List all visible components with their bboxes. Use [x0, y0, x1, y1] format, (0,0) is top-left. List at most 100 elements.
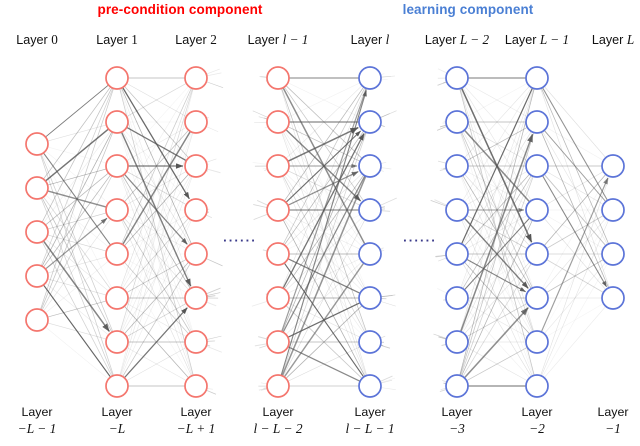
- neuron-node-layer-1-6[interactable]: [105, 286, 129, 310]
- neuron-node-layer-L-4[interactable]: [601, 286, 625, 310]
- neuron-node-layer-l-minus-1-6[interactable]: [266, 286, 290, 310]
- connection-edge: [122, 87, 191, 201]
- neuron-node-layer-l-minus-1-7[interactable]: [266, 330, 290, 354]
- connection-edge: [380, 335, 386, 339]
- column-label-word: Layer: [175, 33, 211, 47]
- connection-edge: [462, 131, 532, 245]
- neuron-node-layer-2-2[interactable]: [184, 110, 208, 134]
- connection-edge: [122, 219, 191, 333]
- neuron-node-layer-0-2[interactable]: [25, 176, 49, 200]
- connection-edge: [40, 132, 114, 310]
- connection-edge: [256, 199, 268, 206]
- connection-edge: [260, 388, 267, 391]
- neuron-node-layer-l-minus-1-3[interactable]: [266, 154, 290, 178]
- connection-edge: [124, 86, 189, 158]
- connection-edge: [546, 127, 604, 161]
- connection-edge: [288, 346, 360, 382]
- connection-edge: [43, 240, 110, 332]
- connection-edge: [207, 387, 213, 390]
- column-label-layer-l-minus-1: Layer l − 1: [248, 33, 309, 47]
- connection-edge: [121, 220, 192, 376]
- connection-edge: [124, 218, 189, 290]
- connection-edge: [42, 154, 112, 288]
- neuron-node-layer-2-1[interactable]: [184, 66, 208, 90]
- neuron-node-layer-1-1[interactable]: [105, 66, 129, 90]
- connection-edge: [544, 174, 606, 246]
- neuron-node-layer-1-2[interactable]: [105, 110, 129, 134]
- neuron-node-layer-2-4[interactable]: [184, 198, 208, 222]
- connection-edge: [381, 78, 388, 80]
- connection-edge: [381, 379, 393, 384]
- neuron-node-layer-l-minus-1-1[interactable]: [266, 66, 290, 90]
- column-label-layer-L-minus-1: Layer L − 1: [505, 33, 569, 47]
- neuron-node-layer-2-6[interactable]: [184, 286, 208, 310]
- neuron-node-layer-L-minus-2-2[interactable]: [445, 110, 469, 134]
- neuron-node-layer-l-3[interactable]: [358, 154, 382, 178]
- neuron-node-layer-L-minus-2-5[interactable]: [445, 242, 469, 266]
- neuron-node-layer-l-6[interactable]: [358, 286, 382, 310]
- neuron-node-layer-l-minus-1-5[interactable]: [266, 242, 290, 266]
- neuron-node-layer-L-minus-1-1[interactable]: [525, 66, 549, 90]
- neuron-node-layer-l-4[interactable]: [358, 198, 382, 222]
- neuron-node-layer-0-5[interactable]: [25, 308, 49, 332]
- neuron-node-layer-1-4[interactable]: [105, 198, 129, 222]
- neuron-node-layer-0-3[interactable]: [25, 220, 49, 244]
- neuron-node-layer-L-minus-2-3[interactable]: [445, 154, 469, 178]
- neuron-node-layer-L-3[interactable]: [601, 242, 625, 266]
- neuron-node-layer-l-2[interactable]: [358, 110, 382, 134]
- column-label-word: Layer: [96, 33, 132, 47]
- neuron-node-layer-L-minus-1-3[interactable]: [525, 154, 549, 178]
- neuron-node-layer-L-minus-1-7[interactable]: [525, 330, 549, 354]
- connection-edge: [207, 72, 222, 77]
- neuron-node-layer-0-4[interactable]: [25, 264, 49, 288]
- neuron-node-layer-1-5[interactable]: [105, 242, 129, 266]
- neuron-node-layer-2-3[interactable]: [184, 154, 208, 178]
- connection-edge: [546, 171, 604, 205]
- neuron-node-layer-2-5[interactable]: [184, 242, 208, 266]
- neuron-node-layer-L-minus-2-7[interactable]: [445, 330, 469, 354]
- neuron-node-layer-1-7[interactable]: [105, 330, 129, 354]
- connection-edge: [282, 175, 366, 333]
- neuron-node-layer-l-7[interactable]: [358, 330, 382, 354]
- column-label-layer-2: Layer 2: [175, 33, 217, 47]
- connection-edge: [126, 347, 187, 381]
- connection-edge: [541, 220, 609, 376]
- neuron-node-layer-1-3[interactable]: [105, 154, 129, 178]
- connection-edge: [126, 347, 187, 381]
- connection-edge: [45, 128, 109, 182]
- neuron-node-layer-l-5[interactable]: [358, 242, 382, 266]
- neuron-node-layer-L-2[interactable]: [601, 198, 625, 222]
- connection-edge: [40, 88, 114, 266]
- connection-edge: [380, 125, 385, 127]
- neuron-node-layer-l-minus-1-2[interactable]: [266, 110, 290, 134]
- connection-edge: [258, 387, 267, 391]
- connection-edge: [47, 168, 107, 186]
- neuron-node-layer-L-minus-2-4[interactable]: [445, 198, 469, 222]
- connection-edge: [288, 346, 360, 382]
- neuron-node-layer-L-minus-2-8[interactable]: [445, 374, 469, 398]
- neuron-node-layer-L-minus-2-6[interactable]: [445, 286, 469, 310]
- connection-edge: [462, 263, 532, 377]
- neuron-node-layer-l-1[interactable]: [358, 66, 382, 90]
- neuron-node-layer-L-1[interactable]: [601, 154, 625, 178]
- neuron-node-layer-L-minus-1-6[interactable]: [525, 286, 549, 310]
- neuron-node-layer-0-1[interactable]: [25, 132, 49, 156]
- connection-edge: [542, 131, 608, 245]
- neuron-node-layer-1-8[interactable]: [105, 374, 129, 398]
- neuron-node-layer-2-8[interactable]: [184, 374, 208, 398]
- neuron-node-layer-L-minus-1-4[interactable]: [525, 198, 549, 222]
- connection-edge: [41, 198, 113, 332]
- connection-edge: [284, 131, 364, 245]
- neuron-node-layer-2-7[interactable]: [184, 330, 208, 354]
- neuron-node-layer-L-minus-1-5[interactable]: [525, 242, 549, 266]
- neuron-node-layer-L-minus-1-8[interactable]: [525, 374, 549, 398]
- connection-edge: [380, 247, 384, 250]
- neuron-node-layer-L-minus-2-1[interactable]: [445, 66, 469, 90]
- neuron-node-layer-l-minus-1-8[interactable]: [266, 374, 290, 398]
- connection-edge: [380, 113, 390, 118]
- connection-edge: [466, 303, 528, 337]
- neuron-node-layer-l-8[interactable]: [358, 374, 382, 398]
- neuron-node-layer-l-minus-1-4[interactable]: [266, 198, 290, 222]
- neuron-node-layer-L-minus-1-2[interactable]: [525, 110, 549, 134]
